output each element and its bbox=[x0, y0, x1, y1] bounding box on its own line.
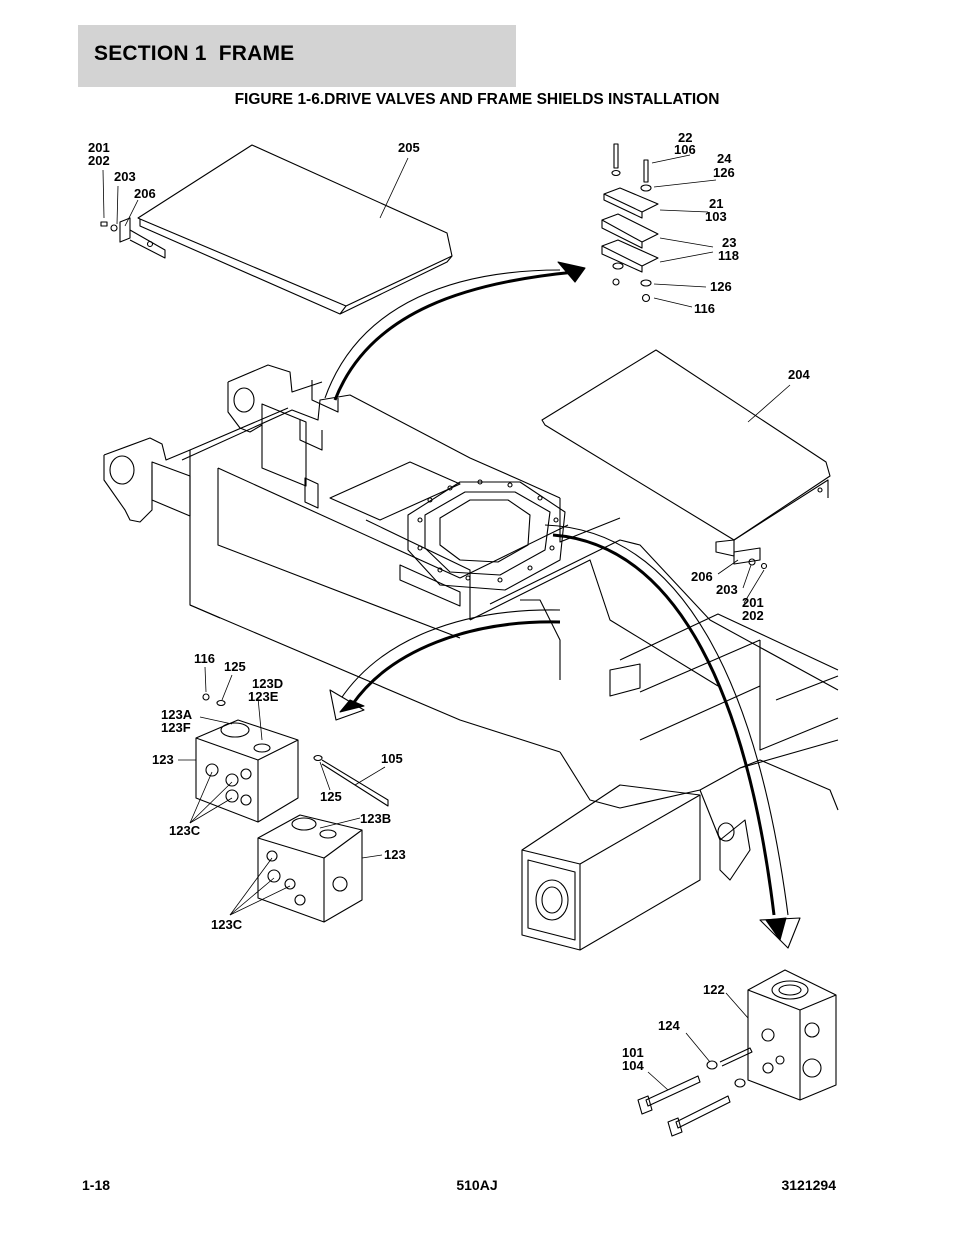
callout-123-lower: 123 bbox=[384, 847, 406, 862]
figure-title: FIGURE 1-6.DRIVE VALVES AND FRAME SHIELD… bbox=[234, 91, 720, 108]
callout-23: 23 bbox=[722, 235, 736, 250]
callout-125: 125 bbox=[224, 659, 246, 674]
page-number: 1-18 bbox=[82, 1177, 111, 1193]
callout-126-lower: 126 bbox=[710, 279, 732, 294]
callout-201-right: 201 bbox=[742, 595, 764, 610]
callout-123E: 123E bbox=[248, 689, 279, 704]
frame-shield-205 bbox=[100, 144, 453, 315]
arrow-to-shield-hardware bbox=[324, 261, 586, 401]
arrow-to-drive-valves bbox=[329, 609, 561, 721]
frame-front-box bbox=[521, 784, 701, 951]
drive-valve-122 bbox=[637, 969, 837, 1137]
frame-shield-204 bbox=[541, 349, 831, 570]
callout-124: 124 bbox=[658, 1018, 680, 1033]
section-title: SECTION 1 FRAME bbox=[94, 42, 295, 65]
callout-22: 22 bbox=[678, 130, 692, 145]
callout-24: 24 bbox=[717, 151, 732, 166]
callout-123B: 123B bbox=[360, 811, 391, 826]
callout-103: 103 bbox=[705, 209, 727, 224]
callout-123F: 123F bbox=[161, 720, 191, 735]
main-frame bbox=[103, 364, 839, 881]
callout-labels: 201 202 203 206 205 22 106 24 126 21 103… bbox=[88, 130, 810, 1073]
callout-206-right: 206 bbox=[691, 569, 713, 584]
callout-201: 201 bbox=[88, 140, 110, 155]
callout-116-valve: 116 bbox=[194, 651, 215, 666]
callout-116: 116 bbox=[694, 301, 715, 316]
callout-126: 126 bbox=[713, 165, 735, 180]
manual-part-number: 3121294 bbox=[781, 1177, 836, 1193]
callout-203: 203 bbox=[114, 169, 136, 184]
callout-204: 204 bbox=[788, 367, 810, 382]
callout-106: 106 bbox=[674, 142, 696, 157]
callout-202: 202 bbox=[88, 153, 110, 168]
callout-123-upper: 123 bbox=[152, 752, 174, 767]
callout-104: 104 bbox=[622, 1058, 644, 1073]
callout-205: 205 bbox=[398, 140, 420, 155]
callout-202-right: 202 bbox=[742, 608, 764, 623]
shield-mount-hardware bbox=[601, 143, 659, 303]
arrow-to-valve-122 bbox=[544, 524, 801, 949]
drive-valve-123-lower bbox=[257, 814, 363, 923]
callout-122: 122 bbox=[703, 982, 725, 997]
callout-203-right: 203 bbox=[716, 582, 738, 597]
callout-105: 105 bbox=[381, 751, 403, 766]
callout-123C-upper: 123C bbox=[169, 823, 201, 838]
callout-leaders bbox=[102, 154, 791, 1091]
callout-123C-lower: 123C bbox=[211, 917, 243, 932]
callout-123D: 123D bbox=[252, 676, 283, 691]
callout-118: 118 bbox=[718, 248, 739, 263]
turntable-mount bbox=[407, 479, 566, 591]
drive-valve-123-upper bbox=[195, 693, 389, 823]
callout-206: 206 bbox=[134, 186, 156, 201]
callout-123A: 123A bbox=[161, 707, 193, 722]
callout-101: 101 bbox=[622, 1045, 644, 1060]
section-header: SECTION 1 FRAME bbox=[78, 25, 516, 87]
callout-21: 21 bbox=[709, 196, 723, 211]
callout-125-lower: 125 bbox=[320, 789, 342, 804]
model-number: 510AJ bbox=[456, 1177, 498, 1193]
